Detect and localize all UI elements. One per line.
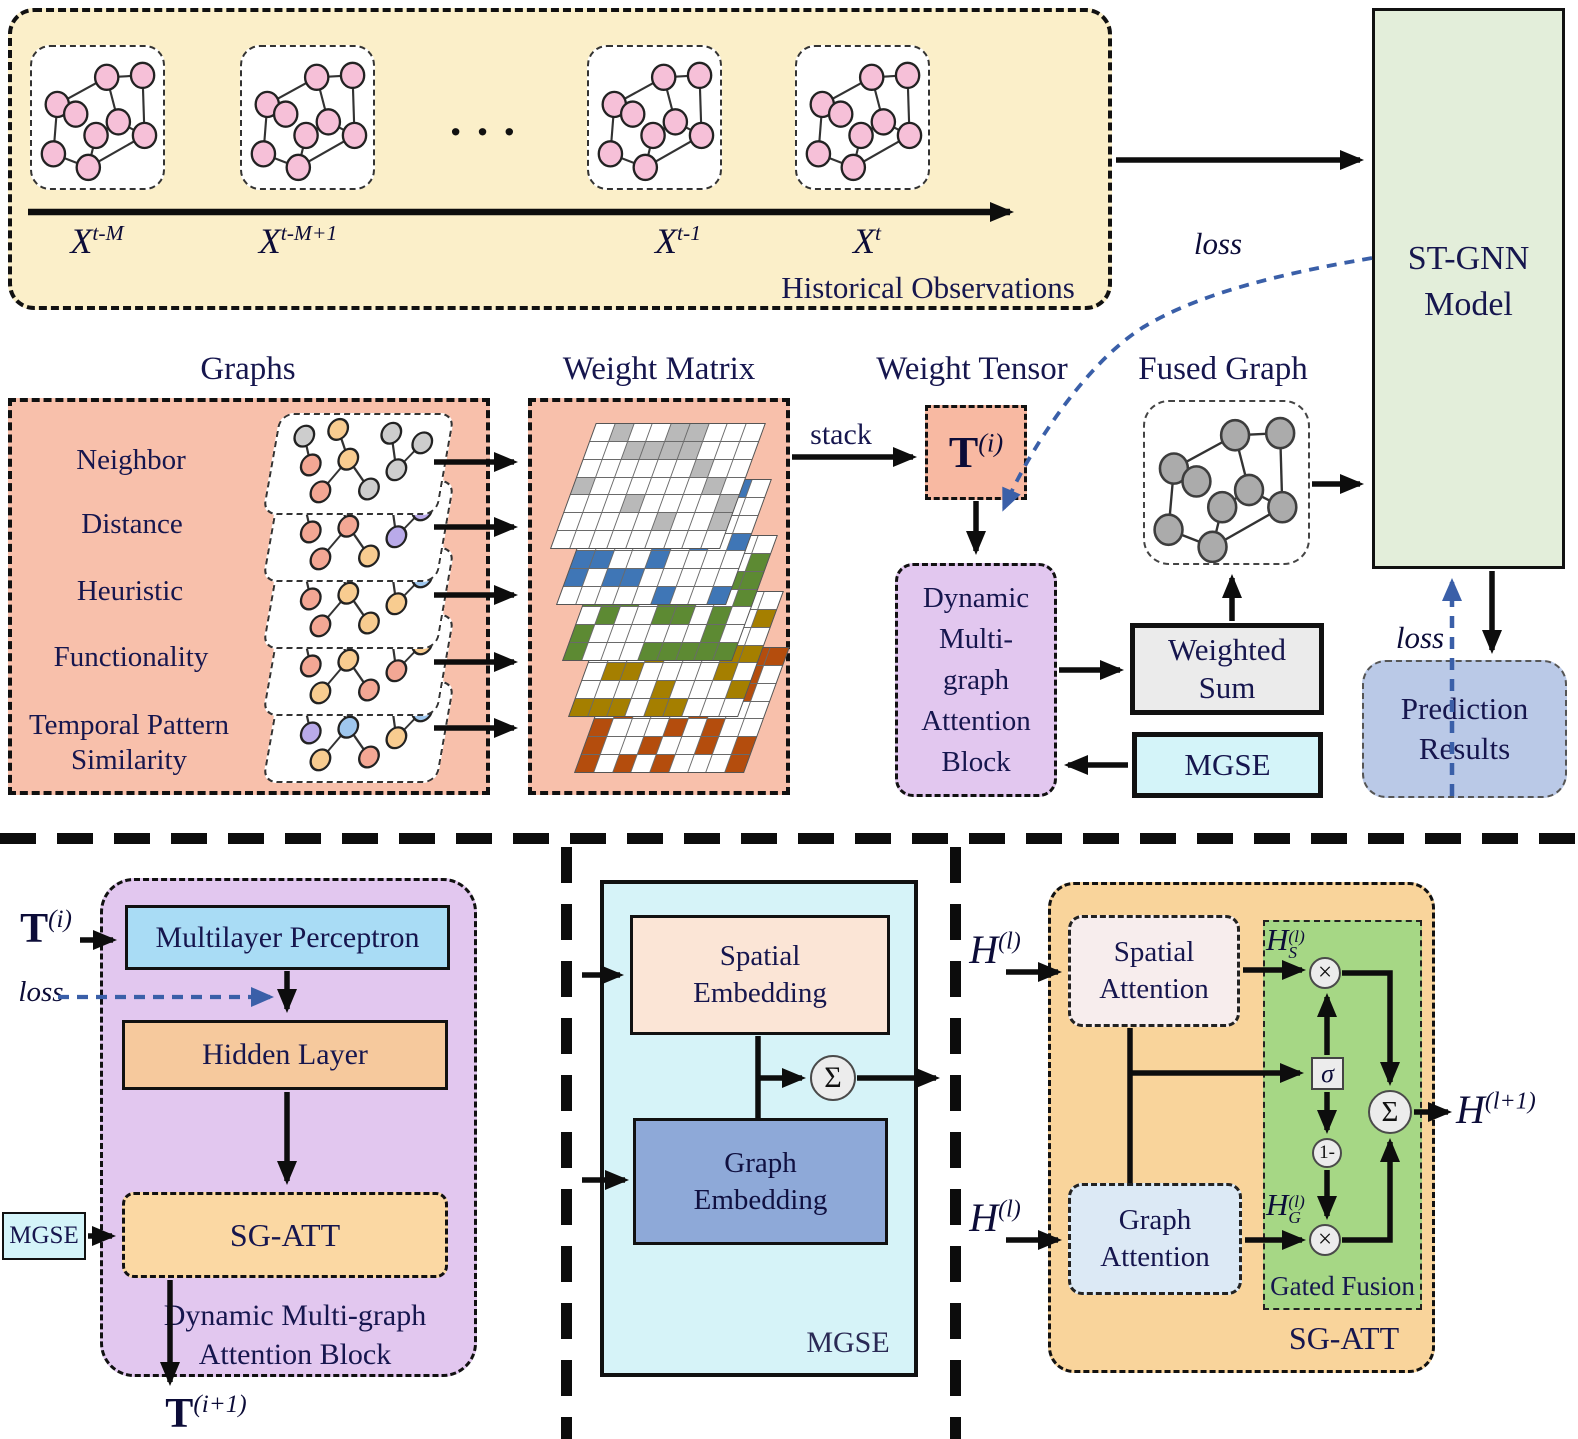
stgnn-label-line1: ST-GNN: [1407, 240, 1530, 277]
historical-observations-panel: [8, 8, 1112, 310]
ellipsis: · · ·: [447, 106, 518, 157]
graph-type-functionality: Functionality: [53, 641, 209, 673]
sg-att-box: SG-ATT: [122, 1192, 448, 1278]
t-i-input-label: T(i): [20, 906, 72, 952]
graph-snapshot-icon: [587, 45, 722, 190]
sum-operator-icon: Σ: [810, 1055, 856, 1101]
section-divider-vertical-1: [561, 847, 572, 1439]
multiply-operator-icon-bottom: ×: [1309, 1224, 1341, 1256]
hidden-layer-box: Hidden Layer: [122, 1020, 448, 1090]
h-l-input-label-top: H(l): [969, 927, 1021, 972]
h-g-l-label: H(l)G: [1266, 1187, 1305, 1227]
loss-label-right: loss: [1395, 620, 1445, 655]
t-i-plus-1-output-label: T(i+1): [165, 1391, 247, 1437]
weight-tensor-box: T(i): [925, 405, 1027, 500]
graph-snapshot-icon: [795, 45, 930, 190]
historical-observations-title: Historical Observations: [781, 270, 1075, 305]
graph-card-icon: [262, 413, 455, 515]
x-t-minus-m-plus-1-label: Xt-M+1: [258, 221, 338, 261]
stgnn-model-box: ST-GNN Model: [1372, 8, 1565, 569]
stack-label: stack: [810, 418, 872, 451]
dynamic-multigraph-attention-block: Dynamic Multi- graph Attention Block: [895, 563, 1057, 797]
weight-tensor-title: Weight Tensor: [876, 351, 1068, 387]
graph-snapshot-icon: [30, 45, 165, 190]
loss-label-bottom-left: loss: [18, 976, 64, 1008]
sum-operator-icon-sgatt: Σ: [1368, 1090, 1412, 1134]
fused-graph-title: Fused Graph: [1138, 351, 1308, 387]
loss-label-top: loss: [1193, 226, 1243, 261]
section-divider-horizontal: [0, 833, 1578, 844]
x-t-minus-m-label: Xt-M: [70, 221, 124, 261]
graphs-title: Graphs: [200, 351, 296, 387]
graph-snapshot-icon: [240, 45, 375, 190]
graph-type-neighbor: Neighbor: [76, 444, 186, 476]
gated-fusion-label: Gated Fusion: [1270, 1271, 1415, 1301]
multiply-operator-icon-top: ×: [1309, 957, 1341, 989]
graph-type-heuristic: Heuristic: [76, 575, 184, 607]
mgse-small-box: MGSE: [2, 1212, 86, 1260]
section-divider-vertical-2: [950, 847, 961, 1439]
sg-att-panel-label: SG-ATT: [1288, 1320, 1400, 1356]
multilayer-perceptron-box: Multilayer Perceptron: [125, 905, 450, 970]
sigma-gate-box: σ: [1311, 1057, 1344, 1090]
mgse-panel-label: MGSE: [806, 1326, 890, 1359]
stgnn-label-line2: Model: [1424, 286, 1513, 323]
h-l-plus-1-output-label: H(l+1): [1456, 1087, 1536, 1132]
x-t-label: Xt: [853, 221, 881, 261]
h-s-l-label: H(l)S: [1266, 922, 1305, 962]
h-l-input-label-bottom: H(l): [969, 1195, 1021, 1240]
fused-graph-box: [1143, 400, 1310, 565]
one-minus-operator-icon: 1-: [1312, 1138, 1342, 1168]
x-t-minus-1-label: Xt-1: [655, 221, 701, 261]
mgse-box: MGSE: [1132, 732, 1323, 798]
weight-matrix-title: Weight Matrix: [562, 351, 756, 387]
graph-type-distance: Distance: [81, 508, 183, 540]
